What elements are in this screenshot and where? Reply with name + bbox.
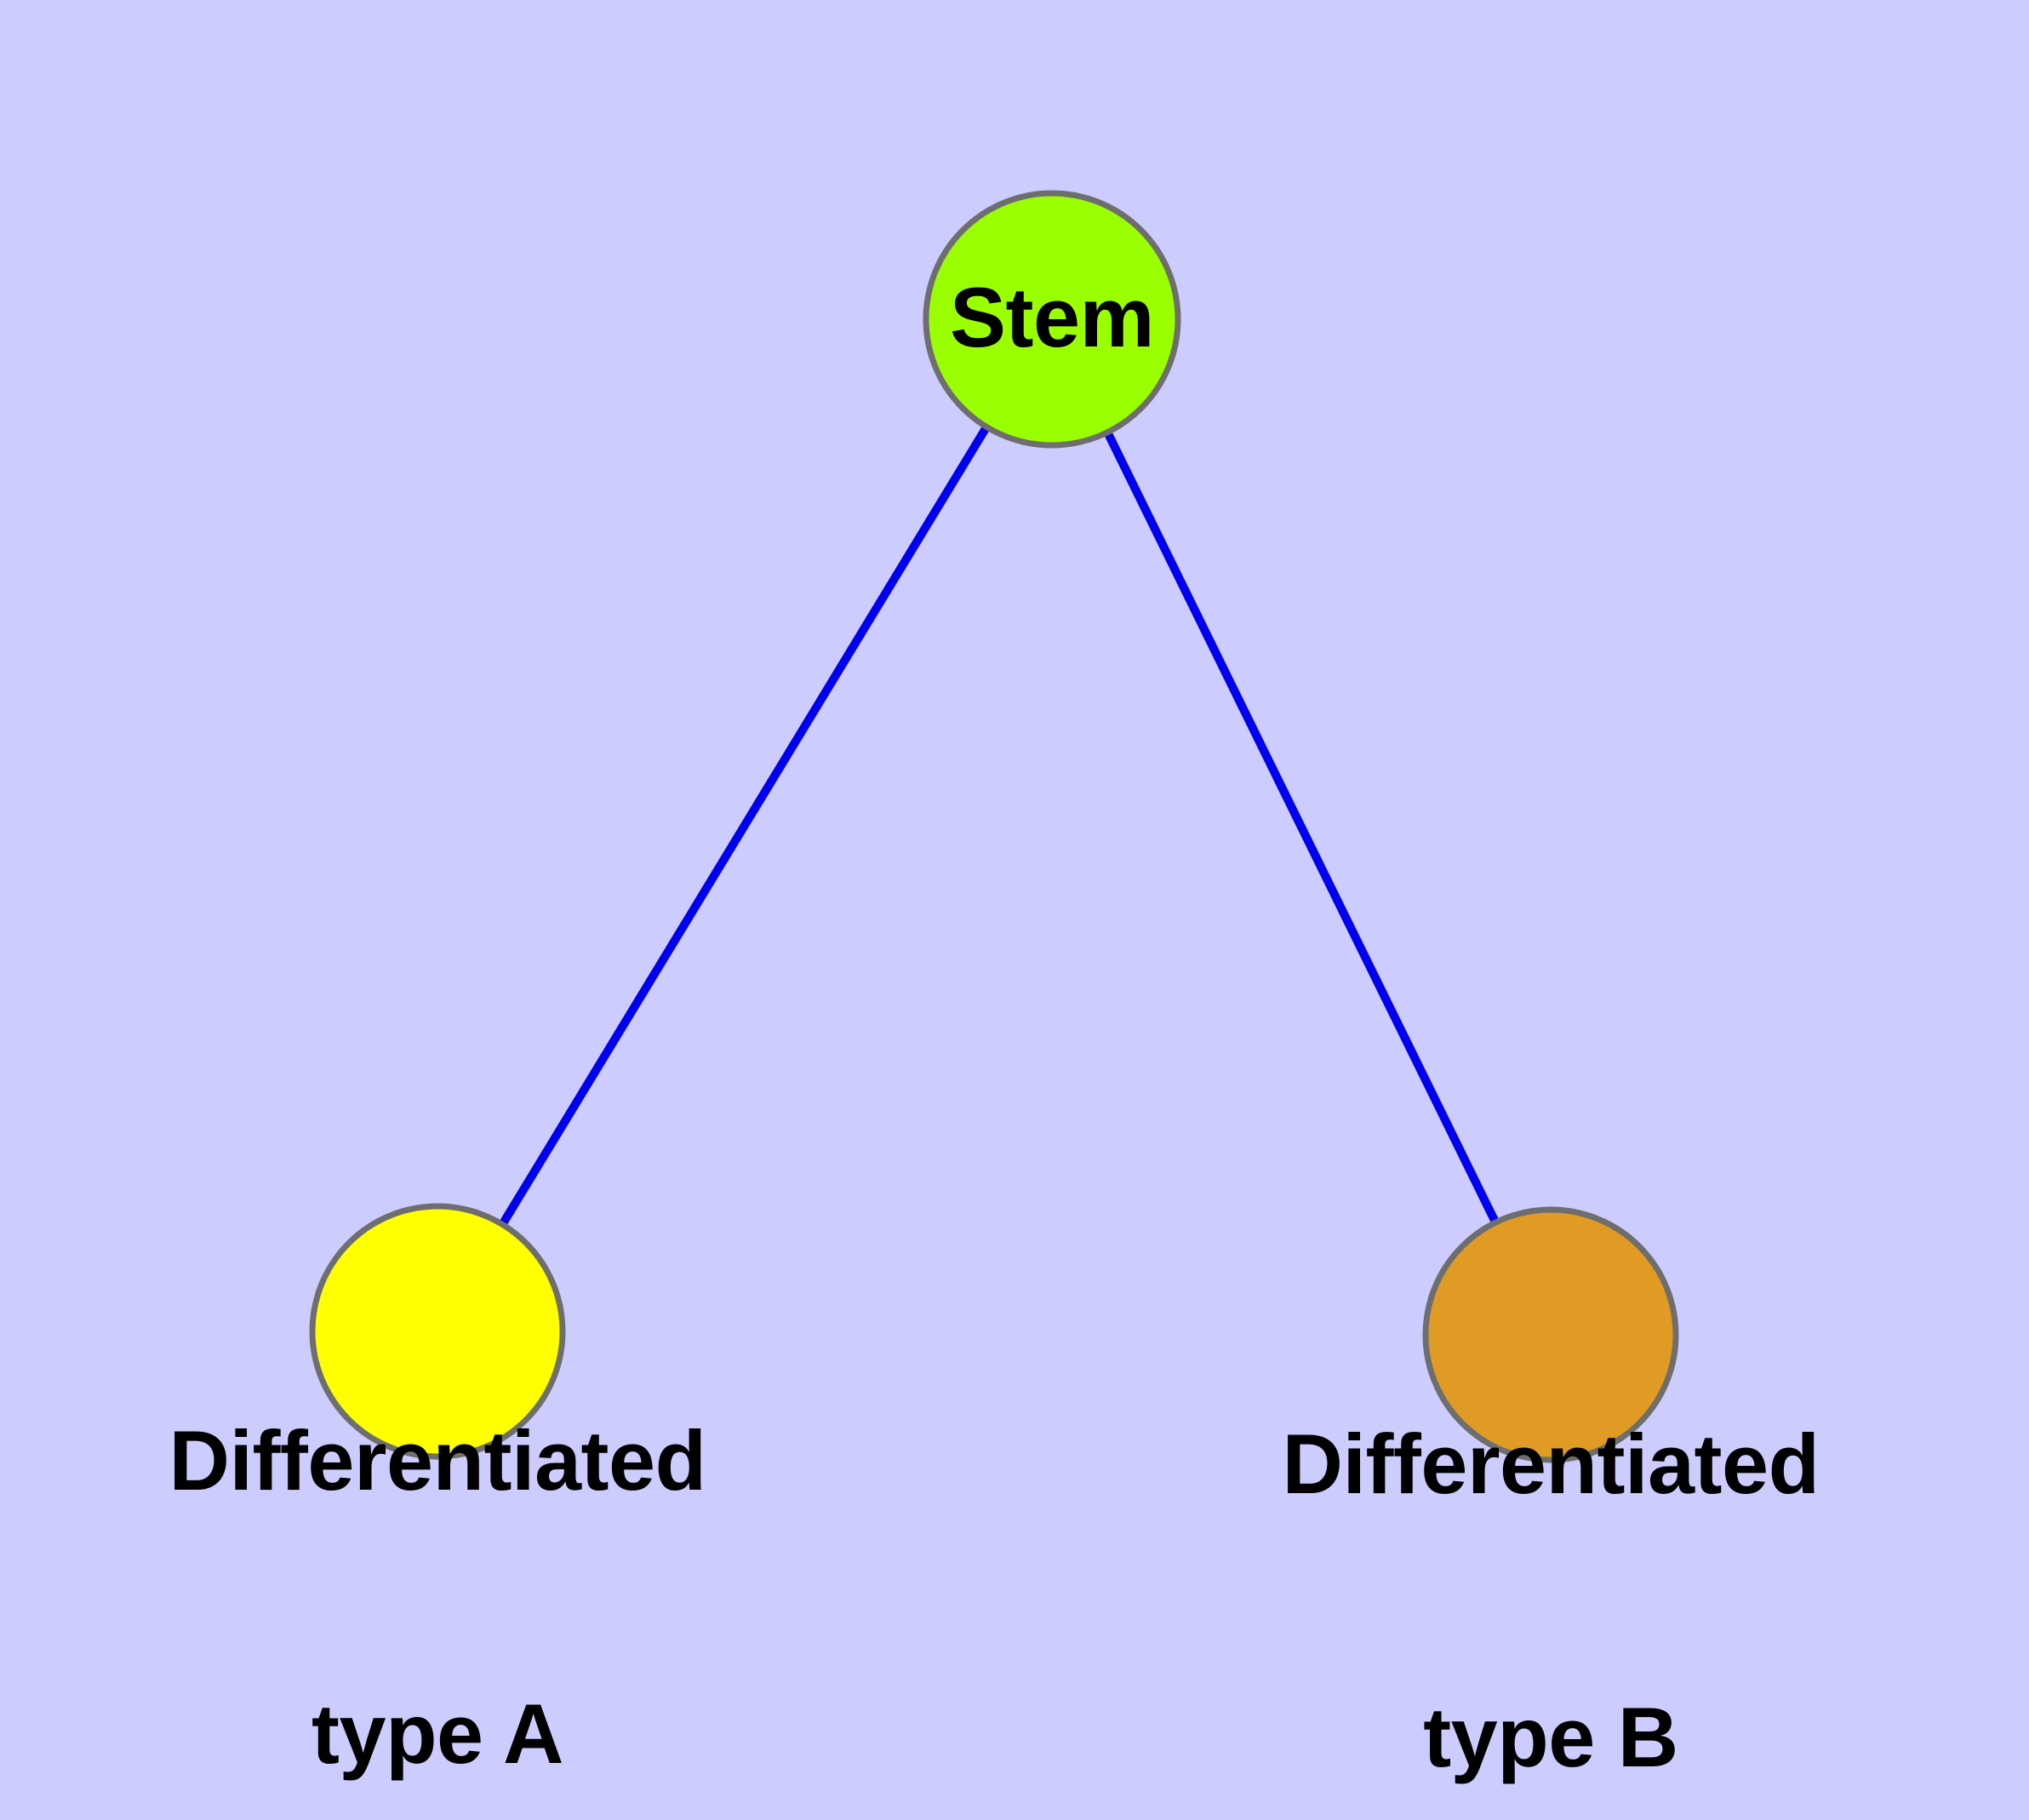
edge-stem-to-diff-a <box>433 317 1056 1334</box>
node-differentiated-type-a[interactable] <box>309 1203 566 1460</box>
node-layer <box>309 190 1679 1463</box>
node-differentiated-type-b[interactable] <box>1422 1206 1679 1463</box>
edge-layer <box>433 317 1555 1337</box>
edge-stem-to-diff-b <box>1048 317 1555 1337</box>
node-stem[interactable] <box>923 190 1181 449</box>
